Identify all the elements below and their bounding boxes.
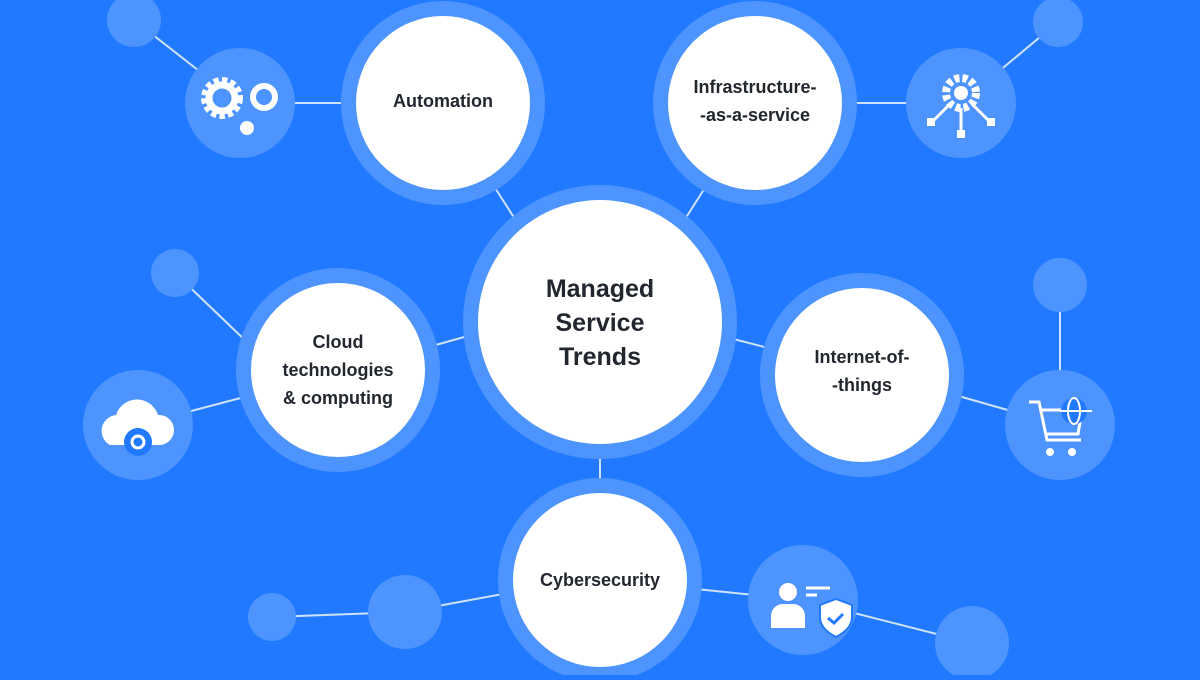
node-iot-label: Internet-of- -things bbox=[814, 347, 910, 395]
cart-globe-icon bbox=[1005, 370, 1115, 480]
node-iaas-label: Infrastructure- -as-a-service bbox=[693, 77, 817, 125]
center-title: Managed Service Trends bbox=[545, 275, 655, 371]
network-gear-icon bbox=[906, 48, 1016, 158]
gears-icon bbox=[185, 48, 295, 158]
cloud-gear-icon bbox=[83, 370, 193, 480]
user-shield-icon bbox=[748, 545, 858, 655]
decor-dots bbox=[107, 0, 1087, 680]
node-cyber-label: Cybersecurity bbox=[539, 570, 661, 590]
node-cloud-label: Cloud technologies & computing bbox=[282, 332, 394, 408]
topic-circles bbox=[236, 1, 964, 680]
node-automation-label: Automation bbox=[393, 91, 493, 111]
